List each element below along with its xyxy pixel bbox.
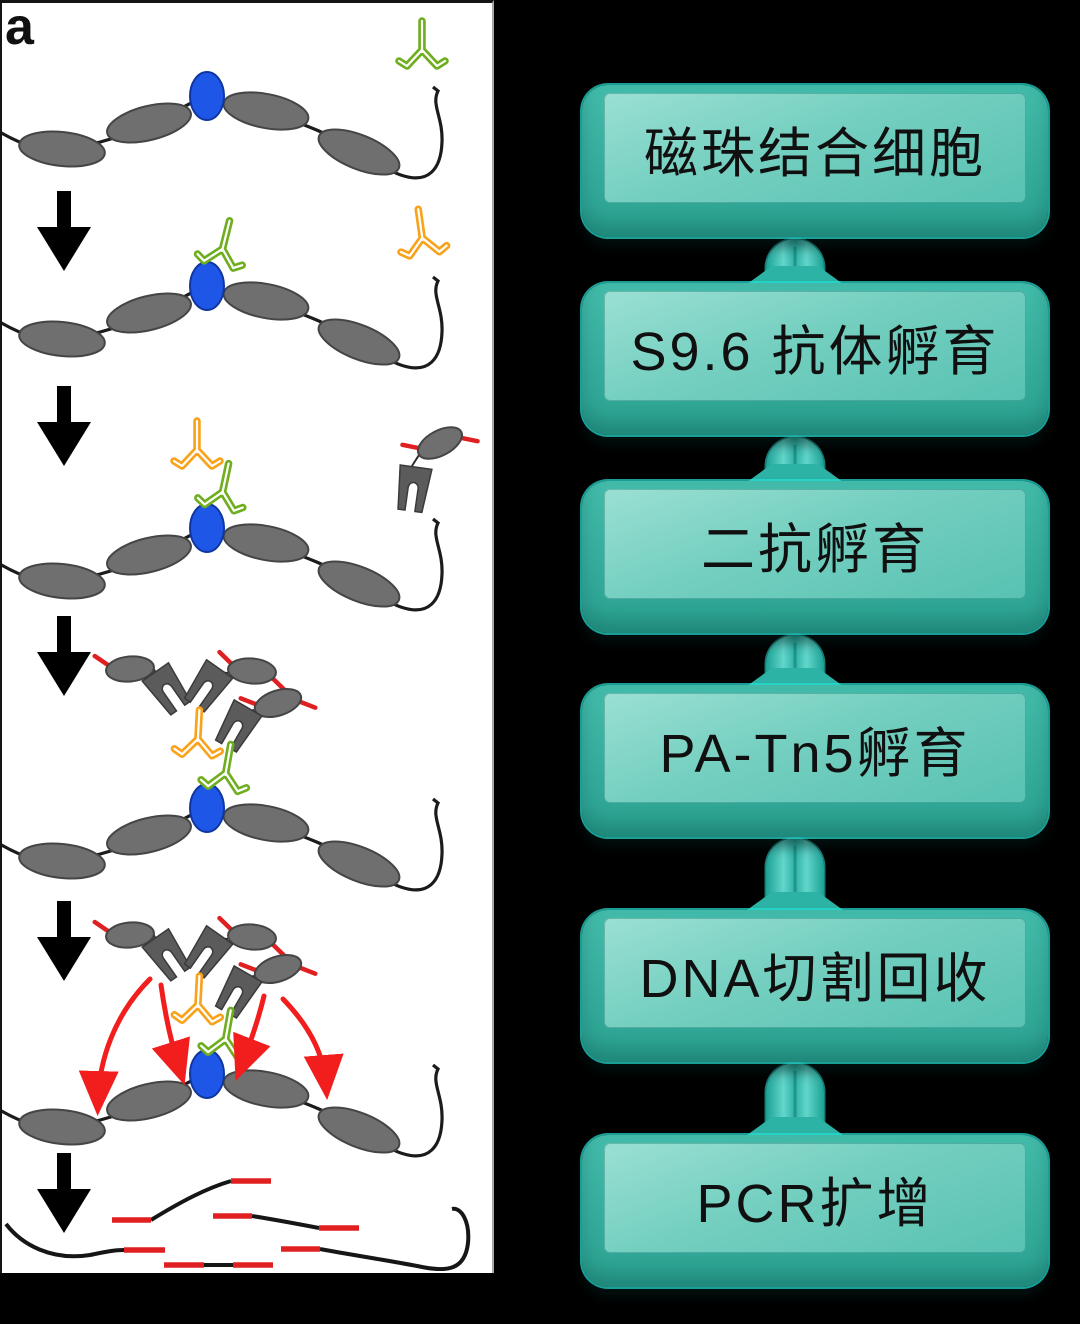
step-arrow-icon xyxy=(37,1153,91,1233)
row-s96-incubation xyxy=(2,191,447,376)
secondary-antibody-icon xyxy=(174,421,220,466)
flow-connector-icon xyxy=(766,437,824,484)
step-label: 磁珠结合细胞 xyxy=(644,123,986,184)
flow-connector-icon xyxy=(766,239,824,286)
protocol-schematic xyxy=(2,3,492,1271)
row-dna-fragments xyxy=(4,1153,471,1271)
pa-tn5-complex-icon xyxy=(95,916,316,1059)
flow-connector-icon xyxy=(766,838,824,912)
pa-tn5-complex-icon xyxy=(95,650,316,793)
protocol-flowchart: 磁珠结合细胞 S9.6 抗体孵育 二抗孵育 PA-Tn5孵育 DNA切割回收 P… xyxy=(540,0,1080,1324)
step-label: DNA切割回收 xyxy=(639,948,991,1009)
secondary-antibody-icon xyxy=(395,206,447,257)
step-label: PCR扩增 xyxy=(696,1173,934,1234)
row-secondary-incubation xyxy=(2,386,478,618)
step-arrow-icon xyxy=(37,901,91,981)
s96-antibody-icon xyxy=(399,21,445,66)
flow-connector-icon xyxy=(766,635,824,688)
step-label: 二抗孵育 xyxy=(701,519,929,580)
step-label: PA-Tn5孵育 xyxy=(659,723,971,784)
flow-connector-icon xyxy=(766,1063,824,1137)
schematic-panel: a xyxy=(0,0,494,1273)
step-arrow-icon xyxy=(37,191,91,271)
adapter-segments xyxy=(112,1178,359,1268)
step-arrow-icon xyxy=(37,386,91,466)
step-box-secondary-antibody-incubation: 二抗孵育 xyxy=(582,481,1048,633)
row-dna-cleavage xyxy=(2,901,444,1164)
panel-label: a xyxy=(5,0,34,56)
step-box-pa-tn5-incubation: PA-Tn5孵育 xyxy=(582,685,1048,837)
s96-antibody-icon xyxy=(196,215,252,270)
s96-antibody-icon xyxy=(197,459,251,513)
row-pa-tn5-incubation xyxy=(2,616,444,898)
step-arrow-icon xyxy=(37,616,91,696)
tagmentation-arrows xyxy=(78,976,344,1116)
row-chromatin-rloop xyxy=(2,21,445,186)
step-box-dna-cleavage-recovery: DNA切割回收 xyxy=(582,910,1048,1062)
step-box-s96-antibody-incubation: S9.6 抗体孵育 xyxy=(582,283,1048,435)
step-box-pcr-amplification: PCR扩增 xyxy=(582,1135,1048,1287)
step-box-bead-cell-binding: 磁珠结合细胞 xyxy=(582,85,1048,237)
step-label: S9.6 抗体孵育 xyxy=(630,321,1000,382)
